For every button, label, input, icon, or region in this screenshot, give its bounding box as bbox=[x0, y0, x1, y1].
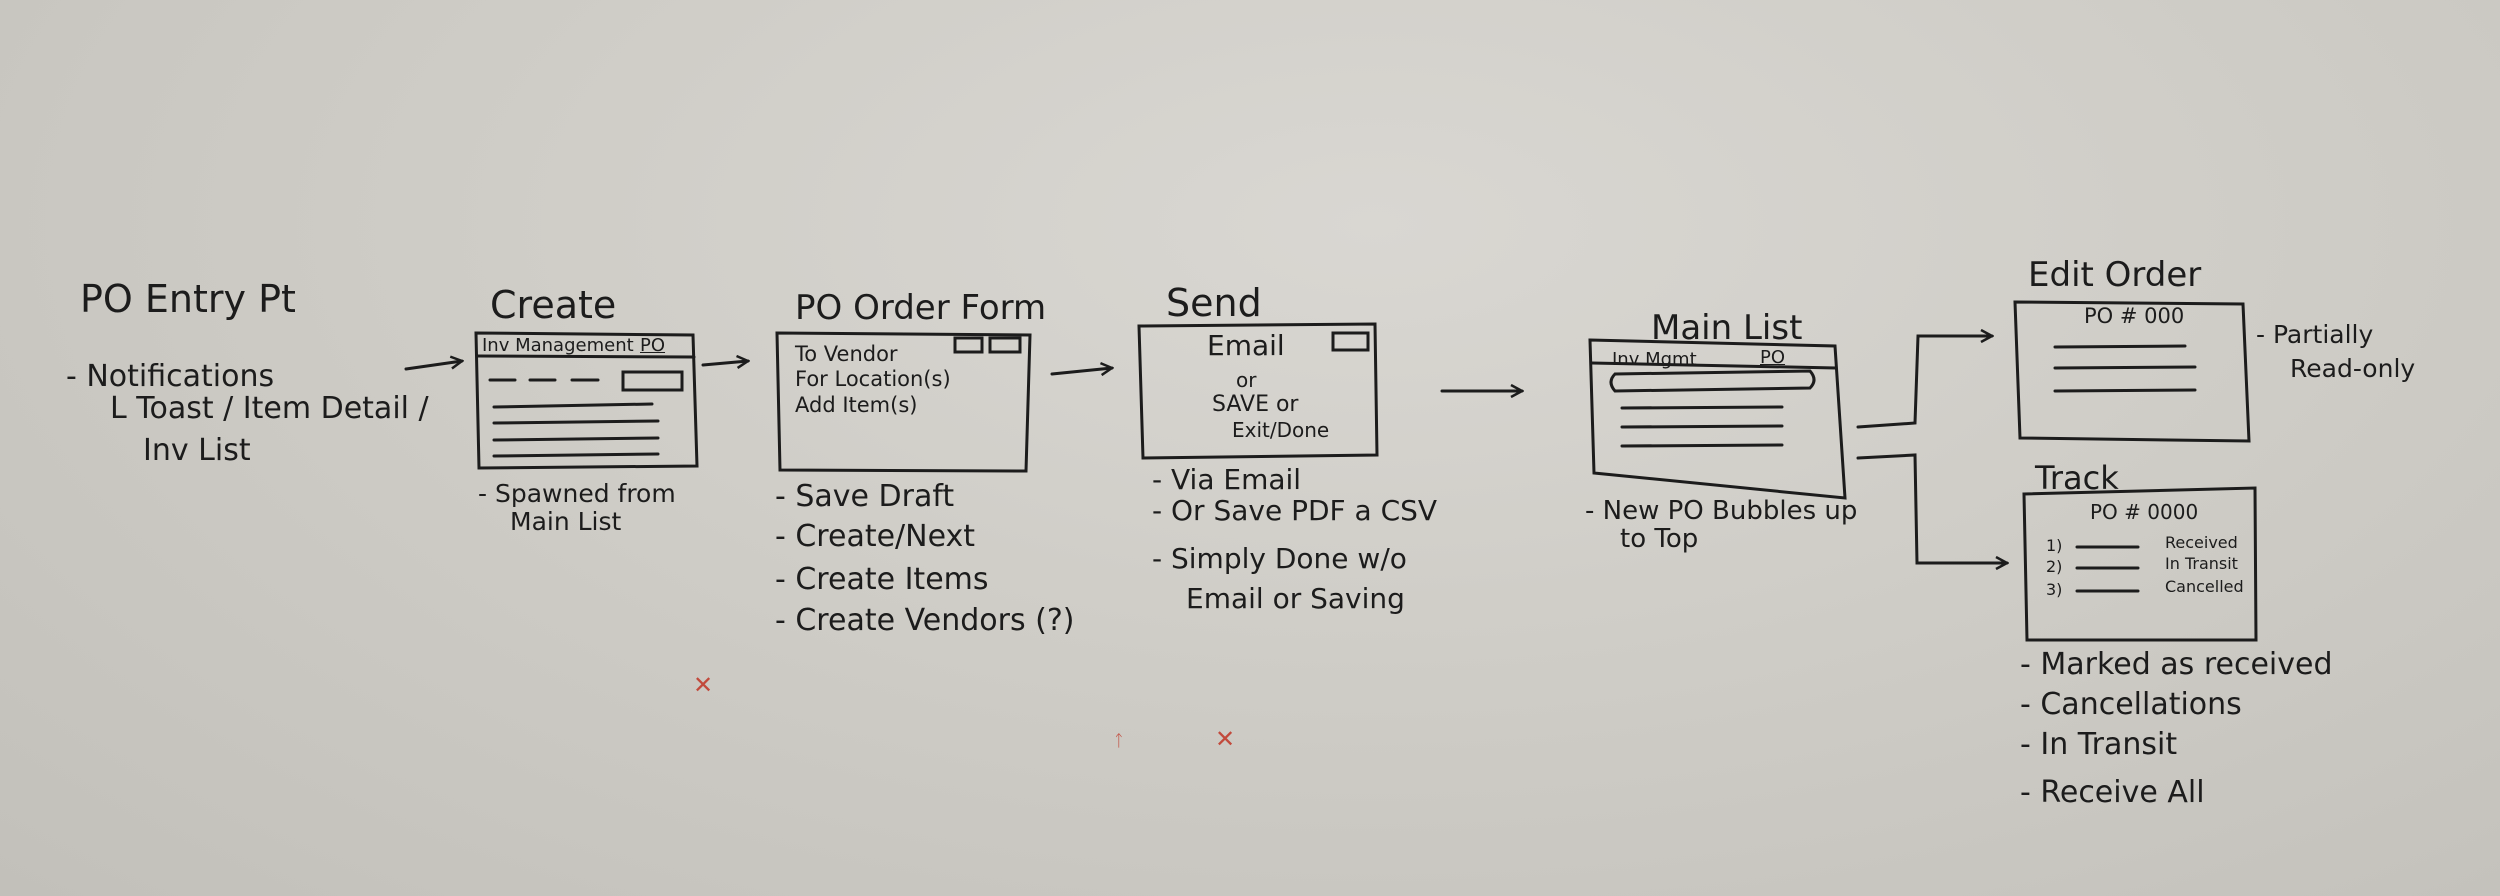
track-wireframe-frame bbox=[2022, 486, 2258, 642]
create-wireframe-button bbox=[621, 370, 684, 392]
create-wireframe-line-3 bbox=[492, 436, 660, 442]
track-status-in-transit: In Transit bbox=[2165, 554, 2238, 573]
arrow-create-to-form bbox=[701, 361, 748, 365]
create-wireframe-tag: PO bbox=[640, 335, 666, 356]
main-list-note-2: to Top bbox=[1620, 524, 1699, 554]
send-note-save-pdf: - Or Save PDF a CSV bbox=[1152, 494, 1438, 527]
edit-wireframe-header: PO # 000 bbox=[2084, 304, 2185, 328]
send-wireframe-email: Email bbox=[1207, 329, 1285, 362]
track-note-cancellations: - Cancellations bbox=[2020, 687, 2242, 722]
edit-wireframe-line-1 bbox=[2053, 344, 2187, 349]
edit-wireframe-line-2 bbox=[2053, 365, 2197, 370]
form-note-create-items: - Create Items bbox=[775, 562, 989, 597]
arrow-main-list-to-edit bbox=[1856, 336, 1992, 429]
entry-line-notifications: - Notifications bbox=[66, 359, 275, 394]
entry-line-inv-list: Inv List bbox=[143, 433, 251, 468]
track-item-1-number: 1) bbox=[2046, 536, 2063, 555]
send-note-simply-done: - Simply Done w/o bbox=[1152, 542, 1407, 575]
form-note-create-next: - Create/Next bbox=[775, 519, 976, 554]
create-note-2: Main List bbox=[510, 507, 622, 536]
main-list-wireframe-frame bbox=[1588, 338, 1847, 500]
form-wireframe-button-1 bbox=[953, 336, 984, 354]
track-item-3-number: 3) bbox=[2046, 580, 2063, 599]
create-wireframe-line-4 bbox=[492, 452, 660, 458]
send-note-via-email: - Via Email bbox=[1152, 463, 1302, 496]
form-wireframe-line-location: For Location(s) bbox=[795, 367, 951, 391]
form-note-create-vendors: - Create Vendors (?) bbox=[775, 603, 1075, 638]
red-tick-mark: ᛏ bbox=[1114, 731, 1124, 750]
form-note-save-draft: - Save Draft bbox=[775, 479, 955, 514]
form-title: PO Order Form bbox=[795, 288, 1047, 328]
main-list-note-1: - New PO Bubbles up bbox=[1585, 496, 1858, 526]
red-x-mark: ✕ bbox=[1215, 725, 1236, 753]
main-list-wireframe-header: Inv Mgmt bbox=[1612, 349, 1697, 370]
edit-note-2: Read-only bbox=[2290, 354, 2416, 383]
create-wireframe-line-1 bbox=[492, 402, 654, 409]
main-list-wireframe-tag: PO bbox=[1760, 347, 1786, 368]
arrow-entry-to-create bbox=[404, 361, 462, 371]
create-note-1: - Spawned from bbox=[478, 479, 676, 508]
track-wireframe-header: PO # 0000 bbox=[2090, 500, 2199, 524]
red-x-mark: ✕ bbox=[693, 671, 714, 699]
main-list-wireframe-header-rule bbox=[1590, 361, 1838, 370]
arrow-main-list-to-track bbox=[1856, 453, 2007, 563]
track-status-received: Received bbox=[2165, 533, 2238, 552]
send-wireframe-button bbox=[1331, 331, 1370, 352]
main-list-wireframe-line-3 bbox=[1620, 443, 1784, 448]
entry-title: PO Entry Pt bbox=[80, 277, 296, 321]
entry-line-sources: L Toast / Item Detail / bbox=[110, 391, 429, 426]
send-wireframe-frame bbox=[1137, 322, 1379, 460]
track-item-2-number: 2) bbox=[2046, 557, 2063, 576]
form-wireframe-line-add-items: Add Item(s) bbox=[795, 393, 918, 417]
edit-order-title: Edit Order bbox=[2028, 255, 2202, 295]
edit-wireframe-line-3 bbox=[2053, 388, 2197, 393]
track-note-marked-received: - Marked as received bbox=[2020, 647, 2333, 682]
create-wireframe-header: Inv Management bbox=[482, 335, 634, 356]
track-title: Track bbox=[2035, 459, 2119, 497]
main-list-wireframe-line-1 bbox=[1620, 405, 1784, 410]
create-wireframe-line-2 bbox=[492, 419, 660, 425]
form-wireframe-button-2 bbox=[988, 336, 1022, 354]
main-list-title: Main List bbox=[1651, 308, 1803, 348]
track-status-cancelled: Cancelled bbox=[2165, 577, 2244, 596]
create-wireframe-header-rule bbox=[476, 354, 696, 359]
track-note-receive-all: - Receive All bbox=[2020, 775, 2205, 810]
send-wireframe-or: or bbox=[1236, 368, 1257, 392]
create-title: Create bbox=[490, 283, 617, 327]
form-wireframe-frame bbox=[775, 331, 1032, 473]
send-wireframe-exit: Exit/Done bbox=[1232, 418, 1330, 442]
form-wireframe-line-to-vendor: To Vendor bbox=[795, 342, 898, 366]
main-list-wireframe-highlight-row bbox=[1609, 369, 1816, 393]
create-wireframe-frame bbox=[474, 331, 699, 470]
track-note-in-transit: - In Transit bbox=[2020, 727, 2178, 762]
edit-wireframe-frame bbox=[2013, 300, 2251, 443]
send-wireframe-save: SAVE or bbox=[1212, 392, 1299, 417]
arrow-form-to-send bbox=[1050, 368, 1112, 374]
main-list-wireframe-line-2 bbox=[1620, 424, 1784, 429]
send-note-email-or-saving: Email or Saving bbox=[1186, 582, 1405, 615]
send-title: Send bbox=[1166, 281, 1262, 325]
edit-note-1: - Partially bbox=[2256, 320, 2374, 349]
